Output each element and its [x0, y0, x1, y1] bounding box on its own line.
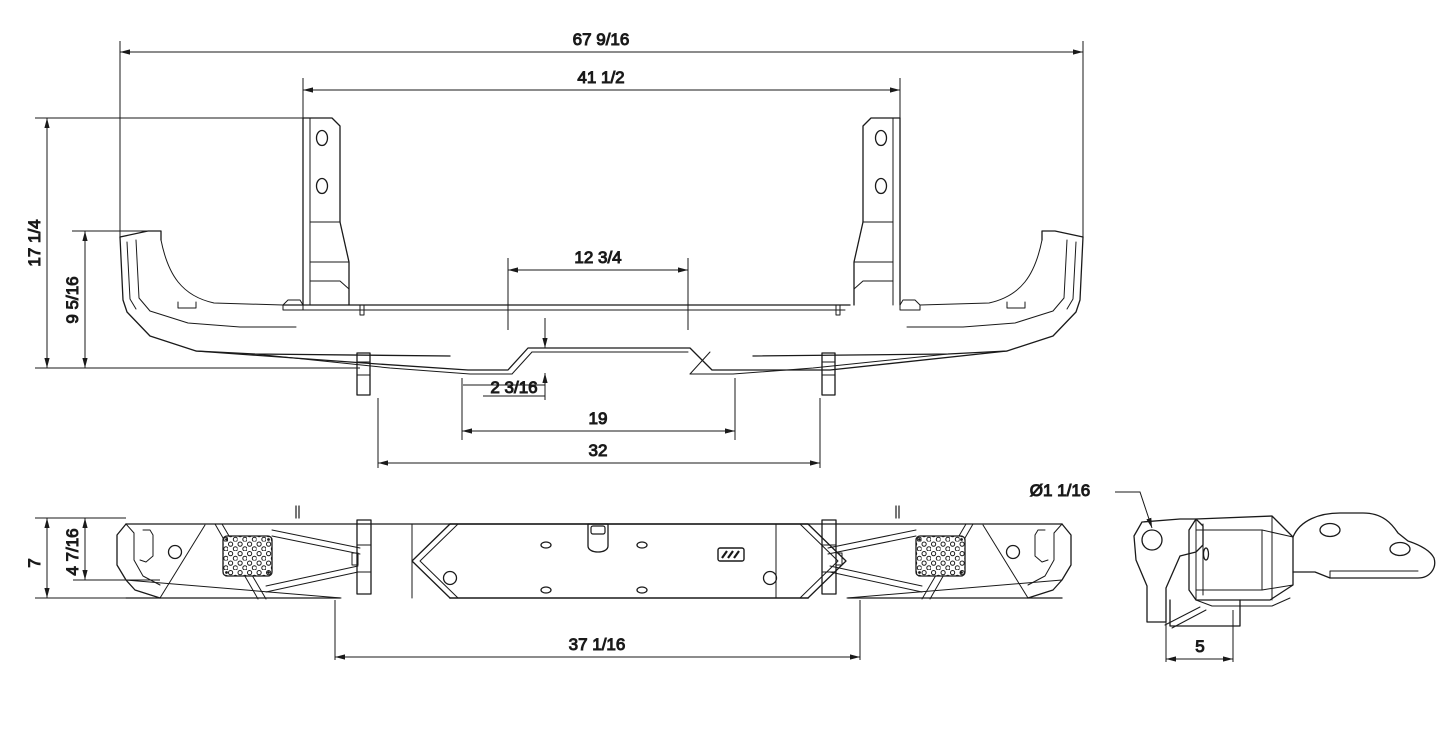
right-bracket-bolt-hole-lower	[874, 177, 888, 195]
plan-left-corner-face	[139, 529, 154, 563]
plan-right-receiver-tab	[821, 519, 843, 595]
right-wing-curve-top	[919, 239, 1043, 306]
dim-label-plan-depth: 7	[25, 558, 44, 567]
notch-right-chamfer	[689, 351, 711, 375]
plan-right-hole	[1005, 544, 1021, 560]
right-wing-inner-fold	[906, 239, 1068, 328]
dimension-group-elevation: 67 9/16 41 1/2 17 1/4 9 5/16 12 3/4 2 3/…	[25, 30, 1084, 468]
side-skid-fold	[1195, 597, 1291, 607]
side-outer-plate	[1133, 518, 1204, 623]
dim-label-hole-diameter: Ø1 1/16	[1030, 481, 1091, 500]
plan-right-brace-lower	[829, 565, 923, 587]
plan-left-brace-lower	[265, 565, 359, 587]
right-wing-top-cap	[1041, 230, 1084, 241]
plan-right-pin	[895, 505, 900, 519]
dim-label-notch-width: 12 3/4	[574, 248, 621, 267]
left-mounting-bracket	[302, 117, 365, 316]
plan-right-corner-face	[1034, 529, 1049, 563]
dim-label-bracket-span: 41 1/2	[577, 68, 624, 87]
plan-right-mesh-panel	[915, 535, 966, 577]
side-body-slot	[1202, 547, 1210, 561]
dimension-group-side: Ø1 1/16 5	[1029, 481, 1234, 662]
left-receiver-tab	[356, 352, 371, 396]
plan-plate-hole-tl	[540, 541, 552, 549]
right-mounting-bracket	[835, 117, 901, 316]
plan-right-brace-lower2	[829, 571, 923, 593]
right-light-detail	[899, 299, 921, 311]
plan-center-left-chevron	[411, 523, 451, 599]
left-bracket-tab	[359, 304, 365, 316]
view-top-plan	[116, 505, 1072, 600]
right-wing-inner-edge	[1066, 241, 1077, 310]
right-wing-step	[1006, 301, 1026, 309]
side-arm-slot-left	[1319, 522, 1341, 538]
view-front-elevation	[119, 117, 1084, 396]
plan-plate-hole-tr	[636, 541, 648, 549]
plan-left-pin	[295, 505, 300, 519]
dim-label-side-depth: 5	[1195, 637, 1204, 656]
plan-right-endcap	[1027, 523, 1072, 599]
side-skid-plate	[1169, 599, 1241, 627]
notch-left-chamfer	[511, 351, 533, 375]
dimension-group-plan: 7 4 7/16 37 1/16	[25, 517, 861, 660]
left-wing-inner-edge	[126, 241, 137, 310]
left-bracket-outline	[302, 117, 341, 223]
left-bracket-bolt-hole-upper	[315, 129, 329, 147]
left-bracket-bolt-hole-lower	[315, 177, 329, 195]
dim-label-outer-span: 32	[589, 441, 608, 460]
plan-right-inner-hole	[762, 570, 778, 586]
plan-center-light-housing	[587, 523, 609, 553]
right-bracket-bolt-hole-upper	[874, 129, 888, 147]
dim-label-plan-inner-depth: 4 7/16	[63, 528, 82, 575]
side-arm-slot-right	[1389, 541, 1411, 557]
plan-left-brace-upper2	[271, 535, 361, 555]
right-bracket-tab	[835, 304, 841, 316]
plan-left-inner-hole	[442, 570, 458, 586]
plan-left-lower-band	[125, 579, 342, 599]
plan-right-brace-upper	[827, 529, 917, 549]
plan-plate-hole-br	[636, 586, 648, 594]
side-skid-angle	[1164, 606, 1207, 629]
plan-left-wing-fold-a	[159, 524, 206, 599]
dim-label-lower-height: 9 5/16	[63, 276, 82, 323]
dim-label-plate-width: 37 1/16	[569, 635, 626, 654]
plan-left-endcap	[116, 523, 161, 599]
plan-right-lower-band	[846, 579, 1063, 599]
dim-label-notch-depth: 2 3/16	[490, 378, 537, 397]
plan-left-brace-lower2	[265, 571, 359, 593]
side-body-depth-lines	[1261, 529, 1294, 591]
side-pivot-hole	[1141, 529, 1163, 551]
plan-right-brace-upper2	[827, 535, 917, 555]
view-side-section	[1133, 512, 1436, 629]
plan-left-brace-upper	[271, 529, 361, 549]
right-receiver-tab	[821, 352, 836, 396]
lower-valance-inner-right	[689, 353, 949, 375]
left-wing-step	[177, 301, 197, 309]
leader-line-hole-diameter	[1115, 491, 1153, 529]
plan-left-mesh-panel	[222, 535, 273, 577]
plan-left-hole	[167, 544, 183, 560]
plan-right-endcap-inner	[1027, 523, 1063, 586]
plan-plate-hole-bl	[540, 586, 552, 594]
side-body-block	[1188, 515, 1294, 601]
plan-right-wing-fold-a	[982, 524, 1029, 599]
plan-logo-badge	[717, 547, 745, 562]
side-arm-underline	[1329, 570, 1419, 579]
plan-left-endcap-inner	[125, 523, 161, 586]
plan-center-right-chevron2	[799, 523, 839, 599]
side-body-inner-face	[1195, 529, 1263, 591]
dim-label-overall-width: 67 9/16	[573, 30, 630, 49]
plan-center-right-chevron	[807, 523, 847, 599]
left-wing-inner-fold	[135, 239, 297, 328]
right-bracket-outline	[862, 117, 901, 223]
dim-label-inner-span: 19	[589, 409, 608, 428]
plan-left-receiver-tab	[351, 519, 372, 595]
side-mount-arm	[1292, 512, 1436, 579]
dim-label-overall-height: 17 1/4	[25, 219, 44, 266]
left-wing-curve-top	[160, 239, 284, 306]
plan-center-left-chevron2	[419, 523, 459, 599]
lower-valance-inner-left	[254, 353, 513, 375]
